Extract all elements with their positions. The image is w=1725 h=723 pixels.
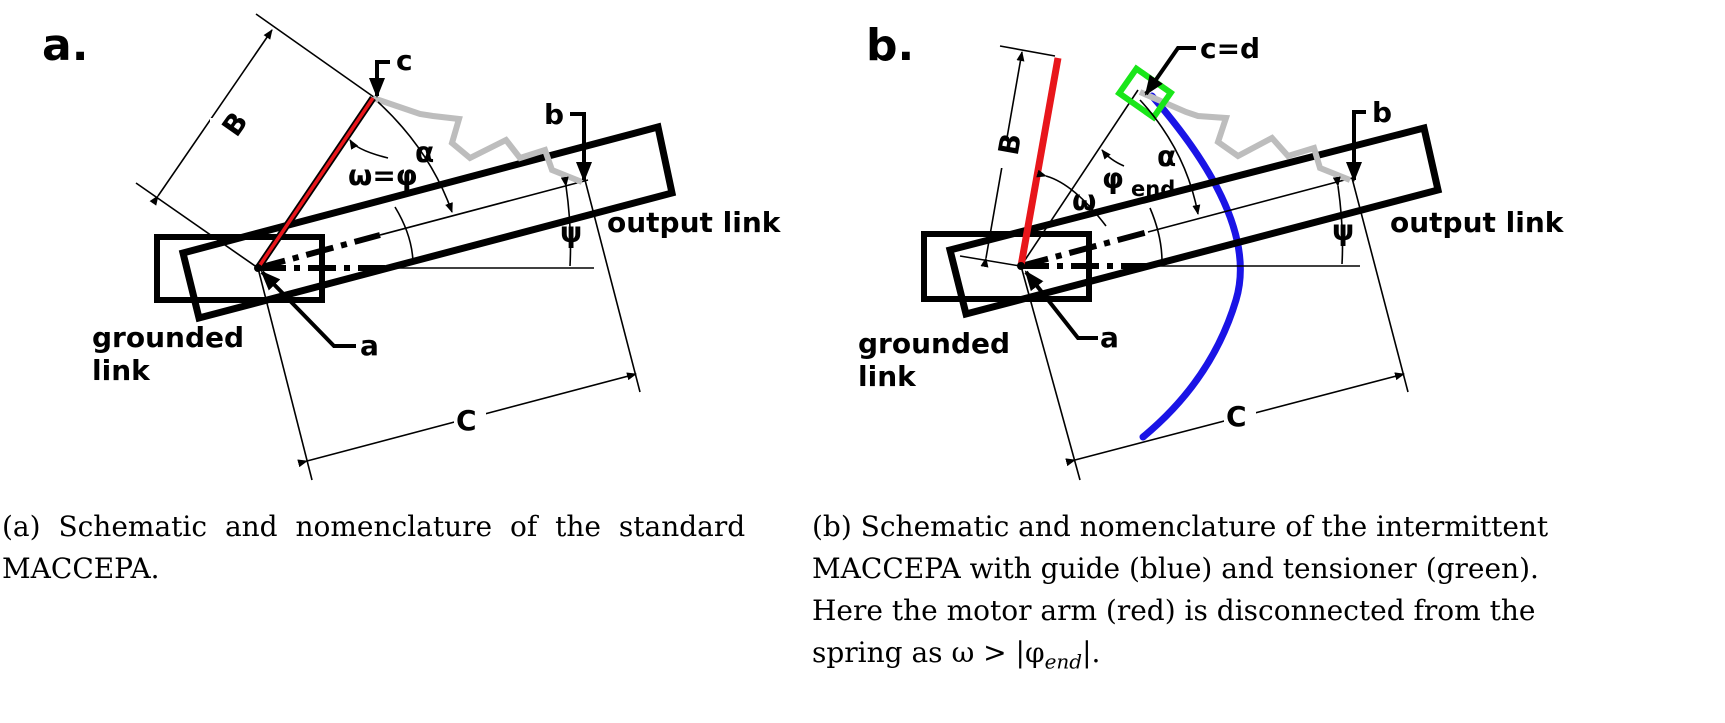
callout-a-label-b: a — [1100, 321, 1119, 354]
output-link-box-b — [945, 123, 1443, 319]
callout-b-label: b — [544, 98, 564, 131]
center-dash-1 — [257, 232, 381, 271]
caption-a: (a) Schematic and nomenclature of the st… — [2, 506, 756, 590]
spring-b — [1138, 89, 1352, 183]
dim-b-ext2-b — [959, 255, 1021, 267]
omega-phi-label: ω=φ — [348, 159, 418, 192]
callout-b — [570, 112, 592, 182]
spring — [372, 95, 584, 185]
caption-b: (b) Schematic and nomenclature of the in… — [812, 506, 1722, 683]
phi-label-b: φ — [1102, 162, 1124, 195]
phi-end-arc — [1101, 149, 1125, 167]
phi-arc-lower — [1149, 207, 1163, 263]
callout-c — [369, 60, 390, 98]
psi-label-b: ψ — [1332, 214, 1354, 247]
dim-b-ext1 — [255, 13, 379, 101]
spring-axis-b — [1020, 89, 1139, 267]
caption-b-tail: |. — [1082, 636, 1101, 669]
omega-arc-2 — [394, 206, 414, 263]
callout-a-b — [1024, 270, 1098, 340]
dim-c-label-b: C — [1226, 400, 1247, 433]
callout-cd-label: c=d — [1200, 32, 1260, 65]
dim-c-ext2-b — [1351, 177, 1409, 393]
panel-b-label: b. — [866, 20, 914, 71]
grounded-link-label-1-b: grounded — [858, 327, 1010, 360]
dim-c-label: C — [456, 404, 477, 437]
panel-b: b. B ω φ end α ψ — [858, 20, 1565, 481]
caption-b-line-3: Here the motor arm (red) is disconnected… — [812, 594, 1536, 627]
alpha-label: α — [415, 136, 434, 169]
motor-arm-b — [1017, 57, 1062, 267]
phi-sub-label-b: end — [1131, 177, 1175, 201]
grounded-link-label-2-b: link — [858, 360, 917, 393]
callout-b-label-b: b — [1372, 96, 1392, 129]
psi-arc-b — [1332, 176, 1344, 265]
maccepa-figure: a. B α ω=φ ψ c b — [42, 13, 1565, 481]
callout-a-label: a — [360, 329, 379, 362]
caption-b-sub: end — [1044, 649, 1083, 674]
omega-arc — [349, 139, 389, 159]
psi-arc — [560, 176, 572, 267]
dim-b-line — [149, 29, 273, 206]
panel-a: a. B α ω=φ ψ c b — [42, 13, 782, 481]
caption-b-line-2: MACCEPA with guide (blue) and tensioner … — [812, 552, 1539, 585]
caption-b-line-1: (b) Schematic and nomenclature of the in… — [812, 510, 1549, 543]
link-axis — [379, 179, 589, 236]
caption-b-line-4-text: spring as ω > |φ — [812, 636, 1045, 669]
callout-cd — [1144, 46, 1196, 96]
caption-a-line-1: (a) Schematic and nomenclature of the st… — [2, 510, 746, 543]
callout-b-b — [1346, 110, 1366, 182]
center-dash-1-b — [1020, 229, 1149, 269]
omega-arc-b — [1036, 169, 1107, 227]
caption-b-line-4: spring as ω > |φend|. — [812, 632, 1722, 683]
alpha-arc — [377, 101, 453, 213]
grounded-link-label-1: grounded — [92, 321, 244, 354]
motor-arm-red — [256, 97, 375, 269]
link-axis-b — [1147, 177, 1353, 233]
output-link-label-b: output link — [1390, 206, 1565, 239]
alpha-label-b: α — [1157, 140, 1176, 173]
dim-c-ext2 — [584, 179, 641, 393]
output-link-label: output link — [607, 206, 782, 239]
caption-a-line-2: MACCEPA. — [2, 552, 160, 585]
panel-a-label: a. — [42, 20, 88, 71]
callout-c-label: c — [396, 44, 413, 77]
dim-b-label-b: B — [992, 131, 1028, 158]
output-link-box — [178, 122, 677, 323]
callout-a — [260, 270, 356, 348]
psi-label: ψ — [560, 216, 582, 249]
alpha-arc-b — [1139, 99, 1201, 215]
dim-b-ext1-b — [999, 45, 1056, 57]
omega-label-b: ω — [1072, 184, 1096, 217]
grounded-link-label-2: link — [92, 354, 151, 387]
